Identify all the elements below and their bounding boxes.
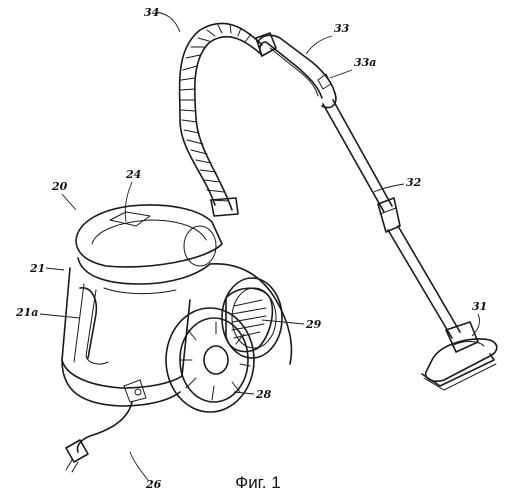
leader-26	[129, 451, 149, 481]
label-21: 21	[29, 262, 45, 275]
leader-29	[261, 319, 305, 325]
reference-labels: 34 33 33a 32 31 20 24 21 21a 29 28 26	[15, 6, 487, 491]
label-26: 26	[145, 478, 162, 491]
label-33a: 33a	[354, 56, 376, 69]
leader-24	[124, 181, 133, 223]
power-switch	[317, 73, 332, 90]
label-20: 20	[51, 180, 68, 193]
label-33: 33	[334, 22, 350, 35]
leader-33	[305, 35, 333, 55]
leader-31	[471, 313, 481, 337]
flexible-hose	[178, 22, 263, 217]
leader-32	[373, 183, 405, 193]
label-29: 29	[305, 318, 322, 331]
label-24: 24	[125, 168, 141, 181]
handle-grip	[255, 32, 337, 109]
label-34: 34	[144, 6, 159, 19]
leader-34	[155, 11, 181, 33]
leader-21	[45, 267, 65, 271]
leader-21a	[39, 313, 81, 319]
leader-20	[61, 193, 77, 211]
side-wheel	[221, 277, 283, 359]
floor-nozzle	[421, 321, 498, 391]
label-28: 28	[255, 388, 272, 401]
rear-wheel	[165, 307, 255, 413]
main-body	[61, 204, 293, 407]
figure-caption: Фиг. 1	[235, 473, 281, 492]
power-cord	[65, 401, 133, 473]
exhaust-grille	[225, 287, 274, 353]
leader-28	[233, 391, 255, 395]
label-21a: 21a	[15, 306, 38, 319]
extension-wand	[322, 99, 461, 339]
label-31: 31	[472, 300, 487, 313]
leader-33a	[329, 69, 353, 79]
label-32: 32	[406, 176, 422, 189]
